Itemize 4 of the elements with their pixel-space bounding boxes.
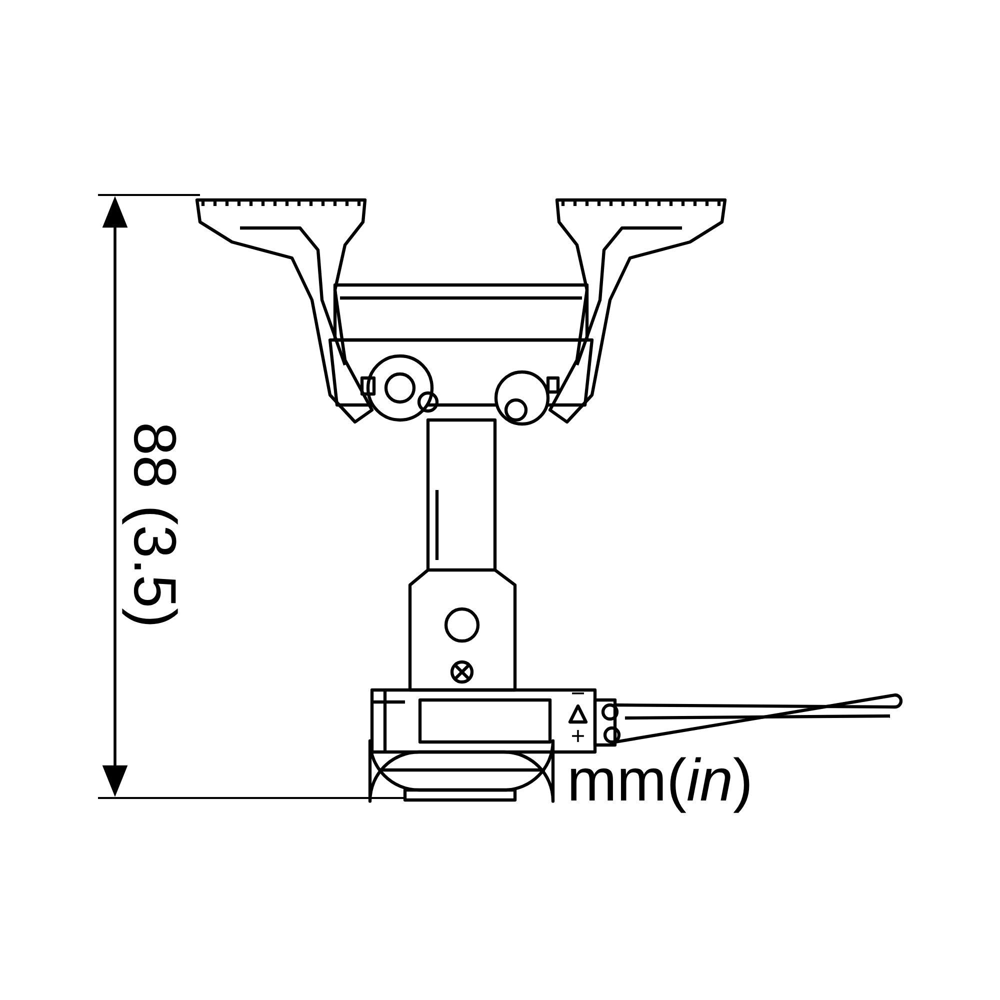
plus-sign: + xyxy=(572,730,584,742)
minus-sign: − xyxy=(572,692,584,694)
unit-text: mm(in) xyxy=(571,757,750,813)
dimension-text: 88 (3.5) xyxy=(122,424,178,624)
